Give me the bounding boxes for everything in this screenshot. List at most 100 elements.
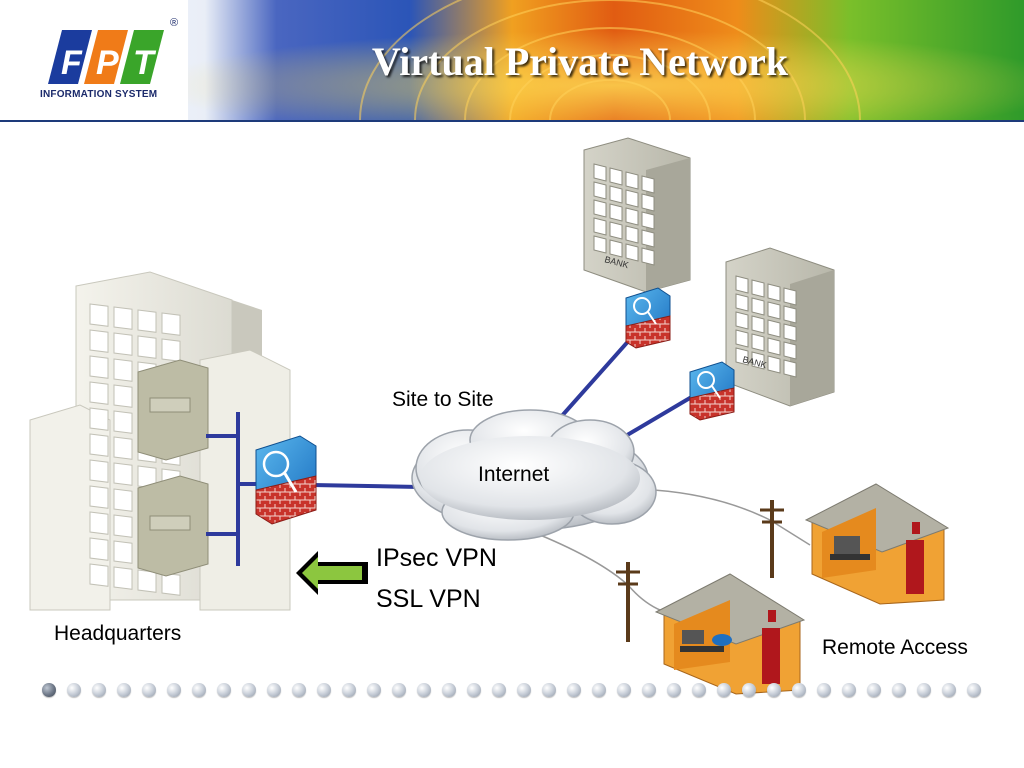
pagination-dot[interactable] [342,683,356,697]
fpt-logo-icon: F P T [48,30,164,84]
hq-firewall-icon [255,435,317,525]
window [89,459,109,483]
window [609,185,623,204]
pagination-dot[interactable] [692,683,706,697]
pagination-dot[interactable] [917,683,931,697]
pagination-dot[interactable] [67,683,81,697]
slide-title: Virtual Private Network [371,39,789,84]
pagination-dot[interactable] [117,683,131,697]
pagination-dot[interactable] [467,683,481,697]
pagination-dot[interactable] [742,683,756,697]
house-icon [804,483,950,605]
internet-label: Internet [478,463,550,486]
pagination-dot[interactable] [442,683,456,697]
window [735,329,749,348]
pagination-dot[interactable] [592,683,606,697]
pagination-dot[interactable] [792,683,806,697]
internet-cloud-icon [411,409,657,541]
window [783,287,797,306]
window [593,181,607,200]
window [625,171,639,190]
bank1-firewall-icon [625,287,671,349]
pagination-dot[interactable] [942,683,956,697]
window [767,319,781,338]
pagination-dot[interactable] [867,683,881,697]
pagination-dot[interactable] [417,683,431,697]
pagination-dot[interactable] [292,683,306,697]
slide-pagination [42,683,992,699]
site-to-site-label: Site to Site [392,388,494,411]
pagination-dot[interactable] [192,683,206,697]
window [767,283,781,302]
pagination-dot[interactable] [542,683,556,697]
window [89,355,109,379]
pagination-dot[interactable] [267,683,281,697]
window [113,384,133,408]
window [113,566,133,590]
pagination-dot[interactable] [892,683,906,697]
window [751,297,765,316]
window [609,239,623,258]
window [625,225,639,244]
window [625,189,639,208]
pagination-dot[interactable] [842,683,856,697]
window [113,514,133,538]
window [89,511,109,535]
window [735,275,749,294]
pagination-dot[interactable] [217,683,231,697]
pagination-dot[interactable] [517,683,531,697]
pagination-dot[interactable] [642,683,656,697]
window [113,306,133,330]
window [89,537,109,561]
pagination-dot[interactable] [92,683,106,697]
pagination-dot[interactable] [767,683,781,697]
pagination-dot[interactable] [492,683,506,697]
pagination-dot[interactable] [967,683,981,697]
window [89,407,109,431]
window [137,309,157,333]
pagination-dot[interactable] [617,683,631,697]
pagination-dot[interactable] [167,683,181,697]
window [641,175,655,194]
window [593,217,607,236]
window [735,311,749,330]
window [161,312,181,336]
pagination-dot[interactable] [242,683,256,697]
pagination-dot[interactable] [817,683,831,697]
registered-mark: ® [170,17,179,29]
window [751,333,765,352]
pagination-dot[interactable] [367,683,381,697]
window [641,247,655,266]
utility-pole-icon [616,562,640,642]
house-icon [654,573,806,695]
header-rule [0,120,1024,122]
remote-access-label: Remote Access [822,636,968,659]
pagination-dot[interactable] [667,683,681,697]
window [593,163,607,182]
window [609,221,623,240]
window [161,338,181,362]
window [161,572,181,596]
window [625,207,639,226]
svg-text:T: T [133,44,157,82]
window [89,329,109,353]
ssl-vpn-label: SSL VPN [376,585,481,613]
window [593,235,607,254]
pagination-dot[interactable] [42,683,56,697]
window [89,433,109,457]
window [751,351,765,370]
company-logo: F P T ® INFORMATION SYSTEM [0,0,188,120]
window [751,315,765,334]
pagination-dot[interactable] [567,683,581,697]
pagination-dot[interactable] [717,683,731,697]
window [609,203,623,222]
pagination-dot[interactable] [317,683,331,697]
bank-building-icon: BANK [583,137,691,293]
window [89,485,109,509]
ipsec-vpn-label: IPsec VPN [376,544,497,572]
pagination-dot[interactable] [392,683,406,697]
window [641,211,655,230]
pagination-dot[interactable] [142,683,156,697]
slide-header: F P T ® INFORMATION SYSTEM Virtual Priva… [0,0,1024,122]
window [767,355,781,374]
